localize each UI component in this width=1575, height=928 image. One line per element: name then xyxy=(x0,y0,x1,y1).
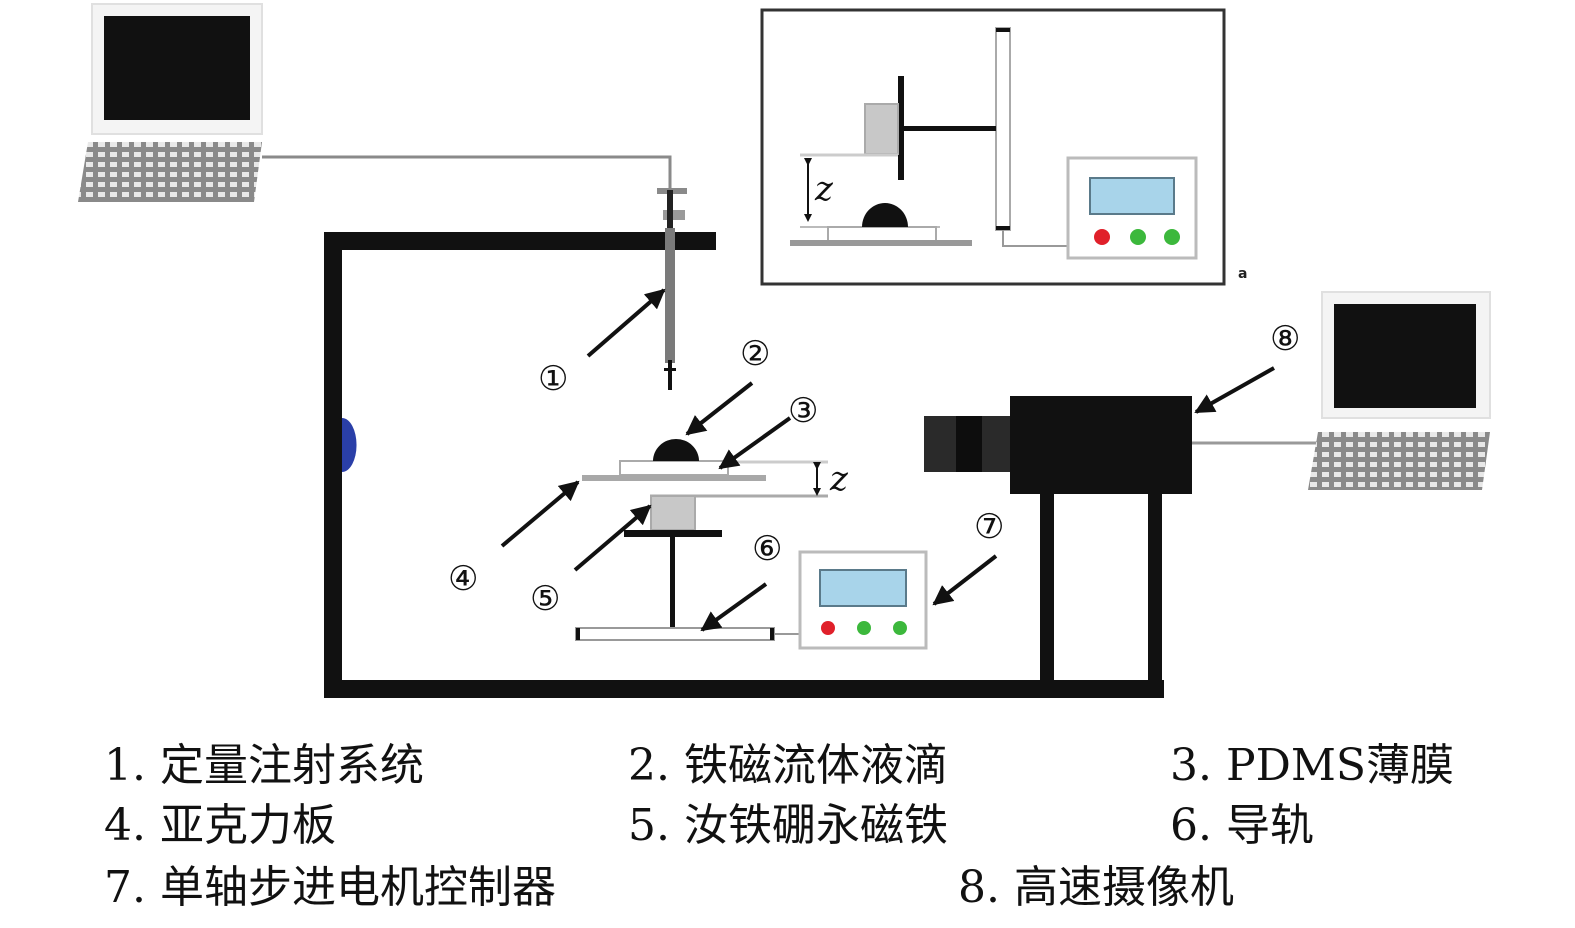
cable-computer-to-syringe xyxy=(262,155,672,190)
blue-marker xyxy=(342,418,357,472)
callout-6: ⑥ xyxy=(752,529,782,569)
legend-text: 汝铁硼永磁铁 xyxy=(683,800,948,851)
legend-num: 1. xyxy=(104,740,146,791)
inset-holder xyxy=(898,76,904,180)
legend-text: 高速摄像机 xyxy=(1013,862,1234,913)
legend-text: 亚克力板 xyxy=(159,800,336,851)
legend-text: 定量注射系统 xyxy=(159,740,424,791)
stepper-controller xyxy=(798,550,928,650)
arrow-5 xyxy=(573,504,652,572)
arrow-2 xyxy=(685,381,754,436)
inset-arm xyxy=(904,126,996,131)
legend-num: 6. xyxy=(1170,800,1212,851)
arrow-4 xyxy=(500,480,580,548)
legend-num: 4. xyxy=(104,800,146,851)
legend-item-5: 5. 汝铁硼永磁铁 xyxy=(628,799,948,853)
inset-droplet xyxy=(862,203,908,227)
inset-rail xyxy=(995,27,1011,231)
stage-plate xyxy=(624,530,722,537)
callout-3: ③ xyxy=(788,391,818,431)
inset-magnet xyxy=(864,103,899,155)
legend-item-2: 2. 铁磁流体液滴 xyxy=(628,739,948,793)
legend-text: 导轨 xyxy=(1225,800,1314,851)
inset-gap-label: z xyxy=(814,169,834,209)
support-frame xyxy=(324,232,1164,698)
guide-rail xyxy=(575,627,775,641)
callout-labels: ① ② ③ ④ ⑤ ⑥ ⑦ ⑧ xyxy=(448,319,1300,619)
inset-controller-lcd xyxy=(1089,177,1175,215)
monitor-right-screen xyxy=(1334,304,1476,408)
legend-num: 7. xyxy=(104,862,146,913)
legend-item-3: 3. PDMS薄膜 xyxy=(1170,739,1454,793)
arrow-7 xyxy=(932,554,998,606)
controller-button-red xyxy=(821,621,835,635)
legend-item-6: 6. 导轨 xyxy=(1170,799,1314,853)
arrow-8 xyxy=(1194,366,1275,414)
gap-label: z xyxy=(829,459,849,499)
arrow-3 xyxy=(718,416,792,470)
stage-rod xyxy=(670,537,675,629)
ferrofluid-droplet xyxy=(653,439,699,461)
keyboard-right xyxy=(1308,432,1490,490)
callout-8: ⑧ xyxy=(1270,319,1300,359)
legend-num: 2. xyxy=(628,740,670,791)
legend-item-7: 7. 单轴步进电机控制器 xyxy=(104,861,556,915)
callout-1: ① xyxy=(538,359,568,399)
legend-text: 单轴步进电机控制器 xyxy=(159,862,556,913)
experimental-setup-diagram: z z xyxy=(78,3,1491,698)
computer-left xyxy=(78,3,263,202)
legend-item-4: 4. 亚克力板 xyxy=(104,799,336,853)
figure-legend: 1. 定量注射系统 2. 铁磁流体液滴 3. PDMS薄膜 4. 亚克力板 5. 汝铁硼永… xyxy=(0,735,1575,928)
legend-text: PDMS薄膜 xyxy=(1225,740,1455,791)
callout-arrows xyxy=(500,288,1275,632)
high-speed-camera xyxy=(924,396,1192,494)
legend-item-1: 1. 定量注射系统 xyxy=(104,739,424,793)
arrow-6 xyxy=(700,582,768,632)
controller-lcd xyxy=(819,569,907,607)
legend-num: 5. xyxy=(628,800,670,851)
inset-panel: z xyxy=(760,8,1226,286)
inset-film xyxy=(827,226,937,242)
computer-right xyxy=(1308,291,1491,490)
acrylic-plate xyxy=(582,475,766,481)
callout-5: ⑤ xyxy=(530,579,560,619)
legend-num: 3. xyxy=(1170,740,1212,791)
syringe xyxy=(657,188,687,390)
callout-2: ② xyxy=(740,334,770,374)
legend-item-8: 8. 高速摄像机 xyxy=(958,861,1234,915)
callout-7: ⑦ xyxy=(974,507,1004,547)
pdms-film xyxy=(619,460,729,476)
keyboard-left xyxy=(78,142,262,202)
callout-4: ④ xyxy=(448,559,478,599)
legend-num: 8. xyxy=(958,862,1000,913)
inset-base xyxy=(790,240,972,246)
controller-button-green-1 xyxy=(857,621,871,635)
controller-button-green-2 xyxy=(893,621,907,635)
inset-marker: a xyxy=(1238,266,1247,282)
ndfeb-magnet xyxy=(650,495,696,531)
monitor-left-screen xyxy=(104,16,250,120)
arrow-1 xyxy=(586,288,666,358)
legend-text: 铁磁流体液滴 xyxy=(683,740,948,791)
